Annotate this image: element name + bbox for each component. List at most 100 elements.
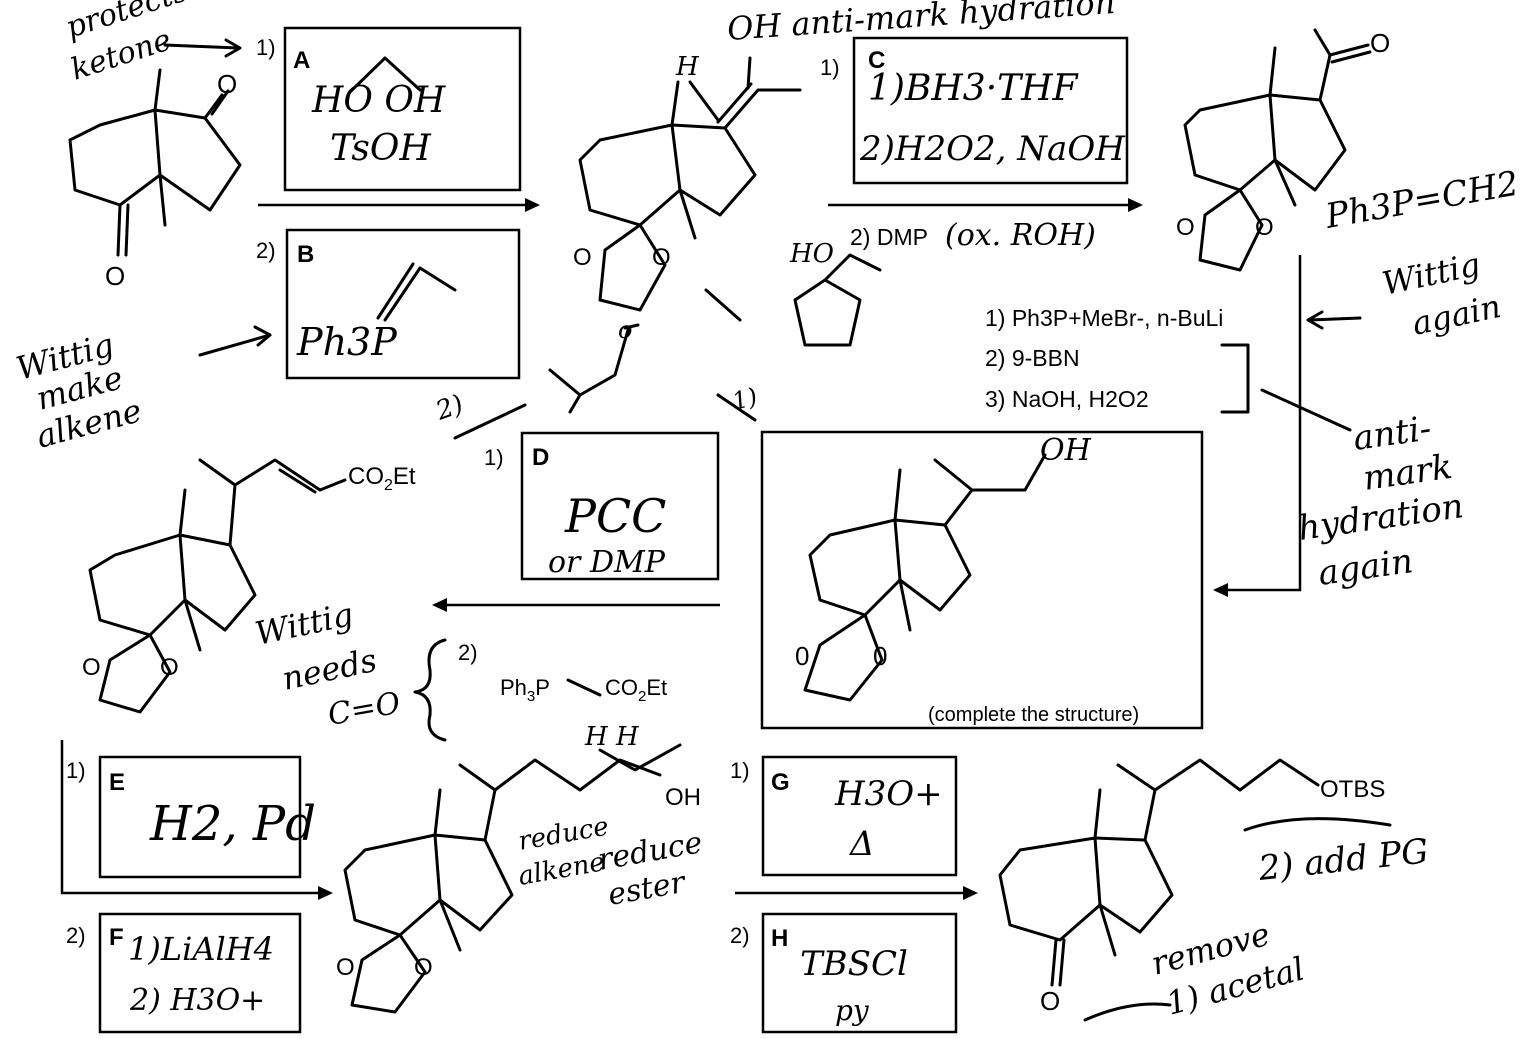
note-add-pg: 2) add PG bbox=[1256, 831, 1431, 889]
note-arrowhead-A bbox=[224, 38, 242, 58]
box-H-line2: py bbox=[835, 994, 870, 1027]
sketch-alcohol-cyclopentane: HO bbox=[704, 239, 882, 347]
reagent-bracket bbox=[1220, 343, 1250, 414]
box-complete-oh: OH bbox=[1040, 433, 1092, 468]
note-h-label: H bbox=[675, 52, 700, 82]
note-step1-mark: 1) bbox=[729, 382, 760, 415]
svg-text:O: O bbox=[82, 654, 101, 681]
box-A-letter: A bbox=[293, 47, 310, 74]
box-A-diol-chain bbox=[348, 56, 422, 94]
note-step2-arrow bbox=[453, 403, 527, 440]
ester-co2et: CO2Et bbox=[348, 463, 416, 494]
note-otbs-underline bbox=[1243, 817, 1392, 832]
final-tbs-ketone: O bbox=[998, 758, 1320, 1016]
arrowhead-step-2 bbox=[1128, 198, 1143, 212]
box-F-line2: 2) H3O+ bbox=[129, 983, 265, 1018]
note-wittig-needs-2: needs bbox=[279, 641, 380, 698]
box-H-step: 2) bbox=[730, 923, 750, 948]
svg-text:O: O bbox=[1255, 214, 1274, 241]
svg-text:O: O bbox=[652, 244, 671, 271]
note-wittig-again-2: again bbox=[1409, 287, 1504, 343]
box-C-letter: C bbox=[868, 47, 885, 74]
box-G bbox=[761, 755, 958, 877]
svg-text:0: 0 bbox=[873, 641, 887, 671]
box-B-letter: B bbox=[297, 241, 314, 268]
box-D-step: 1) bbox=[484, 445, 504, 470]
box-B-ylide bbox=[383, 266, 457, 322]
box-G-line2: Δ bbox=[848, 824, 875, 864]
note-anti-mark-again-4: again bbox=[1316, 541, 1416, 594]
wittig-ester-step: 2) bbox=[458, 640, 478, 665]
box-E-line1: H2, Pd bbox=[149, 796, 316, 852]
note-wittig-arrow bbox=[198, 333, 272, 357]
wittig-ester-co2et: CO2Et bbox=[605, 675, 667, 705]
box-E bbox=[98, 755, 302, 879]
svg-text:O: O bbox=[414, 954, 433, 981]
reagent-seq-2: 2) 9-BBN bbox=[985, 345, 1080, 371]
svg-text:O: O bbox=[336, 954, 355, 981]
box-F-line1: 1)LiAlH4 bbox=[128, 930, 274, 968]
box-D-line2: or DMP bbox=[548, 545, 666, 580]
complete-structure-box bbox=[760, 430, 1204, 730]
wittig-ester-ph3p: Ph3P bbox=[500, 675, 550, 705]
note-oh-arrow bbox=[746, 56, 752, 90]
box-C-line2: 2)H2O2, NaOH bbox=[859, 129, 1126, 169]
methyl-ketone-ketal: O O O bbox=[1176, 28, 1390, 272]
arrowhead-step-3 bbox=[1213, 583, 1228, 597]
box-C-step: 1) bbox=[820, 55, 840, 80]
box-H bbox=[761, 912, 958, 1034]
arrowhead-step-4 bbox=[432, 598, 447, 612]
note-wittig-needs-3: C=O bbox=[325, 686, 403, 733]
box-F bbox=[98, 912, 302, 1034]
box-G-step: 1) bbox=[730, 758, 750, 783]
note-remove-underline bbox=[1083, 1002, 1172, 1022]
box-B bbox=[285, 228, 521, 380]
box-D bbox=[520, 431, 720, 581]
note-ph3p-ch2: Ph3P=CH2 bbox=[1322, 164, 1522, 237]
starting-diketone: O O bbox=[68, 68, 242, 291]
svg-text:O: O bbox=[160, 654, 179, 681]
note-hh-lines bbox=[598, 743, 682, 772]
svg-text:O: O bbox=[573, 244, 592, 271]
wittig-ester-bond bbox=[566, 678, 602, 697]
svg-text:0: 0 bbox=[795, 641, 809, 671]
reagent-seq-3: 3) NaOH, H2O2 bbox=[985, 386, 1149, 412]
note-wittig-again-arrow bbox=[1308, 316, 1362, 322]
note-h-arrow bbox=[688, 80, 720, 122]
box-G-line1: H3O+ bbox=[834, 774, 943, 814]
box-D-line1: PCC bbox=[564, 489, 666, 543]
svg-text:o: o bbox=[618, 316, 632, 344]
box-H-line1: TBSCl bbox=[800, 944, 908, 984]
dmp-step: 2) DMP bbox=[850, 224, 928, 250]
arrowhead-step-5 bbox=[318, 886, 333, 900]
note-step2-mark: 2) bbox=[431, 389, 467, 427]
box-G-letter: G bbox=[771, 769, 790, 796]
note-wittig-needs-1: Wittig bbox=[252, 595, 357, 653]
reagent-seq-1: 1) Ph3P+MeBr-, n-BuLi bbox=[985, 305, 1223, 331]
box-D-letter: D bbox=[532, 444, 549, 471]
box-A-line2: TsOH bbox=[330, 128, 431, 169]
saturated-alcohol-ketal: O O bbox=[336, 758, 662, 1014]
unsaturated-ester-ketal: O O bbox=[82, 458, 347, 714]
box-B-ylide-double bbox=[376, 262, 415, 320]
box-F-step: 2) bbox=[66, 923, 86, 948]
note-wittig-again-arrowhead bbox=[1306, 310, 1324, 330]
note-anti-mark-arrow bbox=[1260, 388, 1352, 432]
box-B-line1: Ph3P bbox=[296, 320, 398, 364]
complete-structure-caption: (complete the structure) bbox=[928, 704, 1139, 726]
svg-text:O: O bbox=[1040, 986, 1060, 1016]
note-step1-arrow bbox=[716, 393, 757, 422]
box-C bbox=[852, 36, 1129, 185]
svg-text:O: O bbox=[1370, 28, 1390, 58]
box-H-letter: H bbox=[771, 925, 788, 952]
arrowhead-step-1 bbox=[525, 198, 540, 212]
note-hh: H H bbox=[584, 722, 640, 752]
final-otbs: OTBS bbox=[1320, 776, 1385, 803]
box-A-step: 1) bbox=[256, 35, 276, 60]
box-C-line1: 1)BH3·THF bbox=[868, 68, 1080, 109]
arrow-step-3 bbox=[1225, 255, 1302, 592]
note-arrow-to-A bbox=[163, 43, 240, 50]
svg-text:O: O bbox=[1176, 214, 1195, 241]
intermediate-alkene-ketal: O O bbox=[573, 80, 802, 312]
